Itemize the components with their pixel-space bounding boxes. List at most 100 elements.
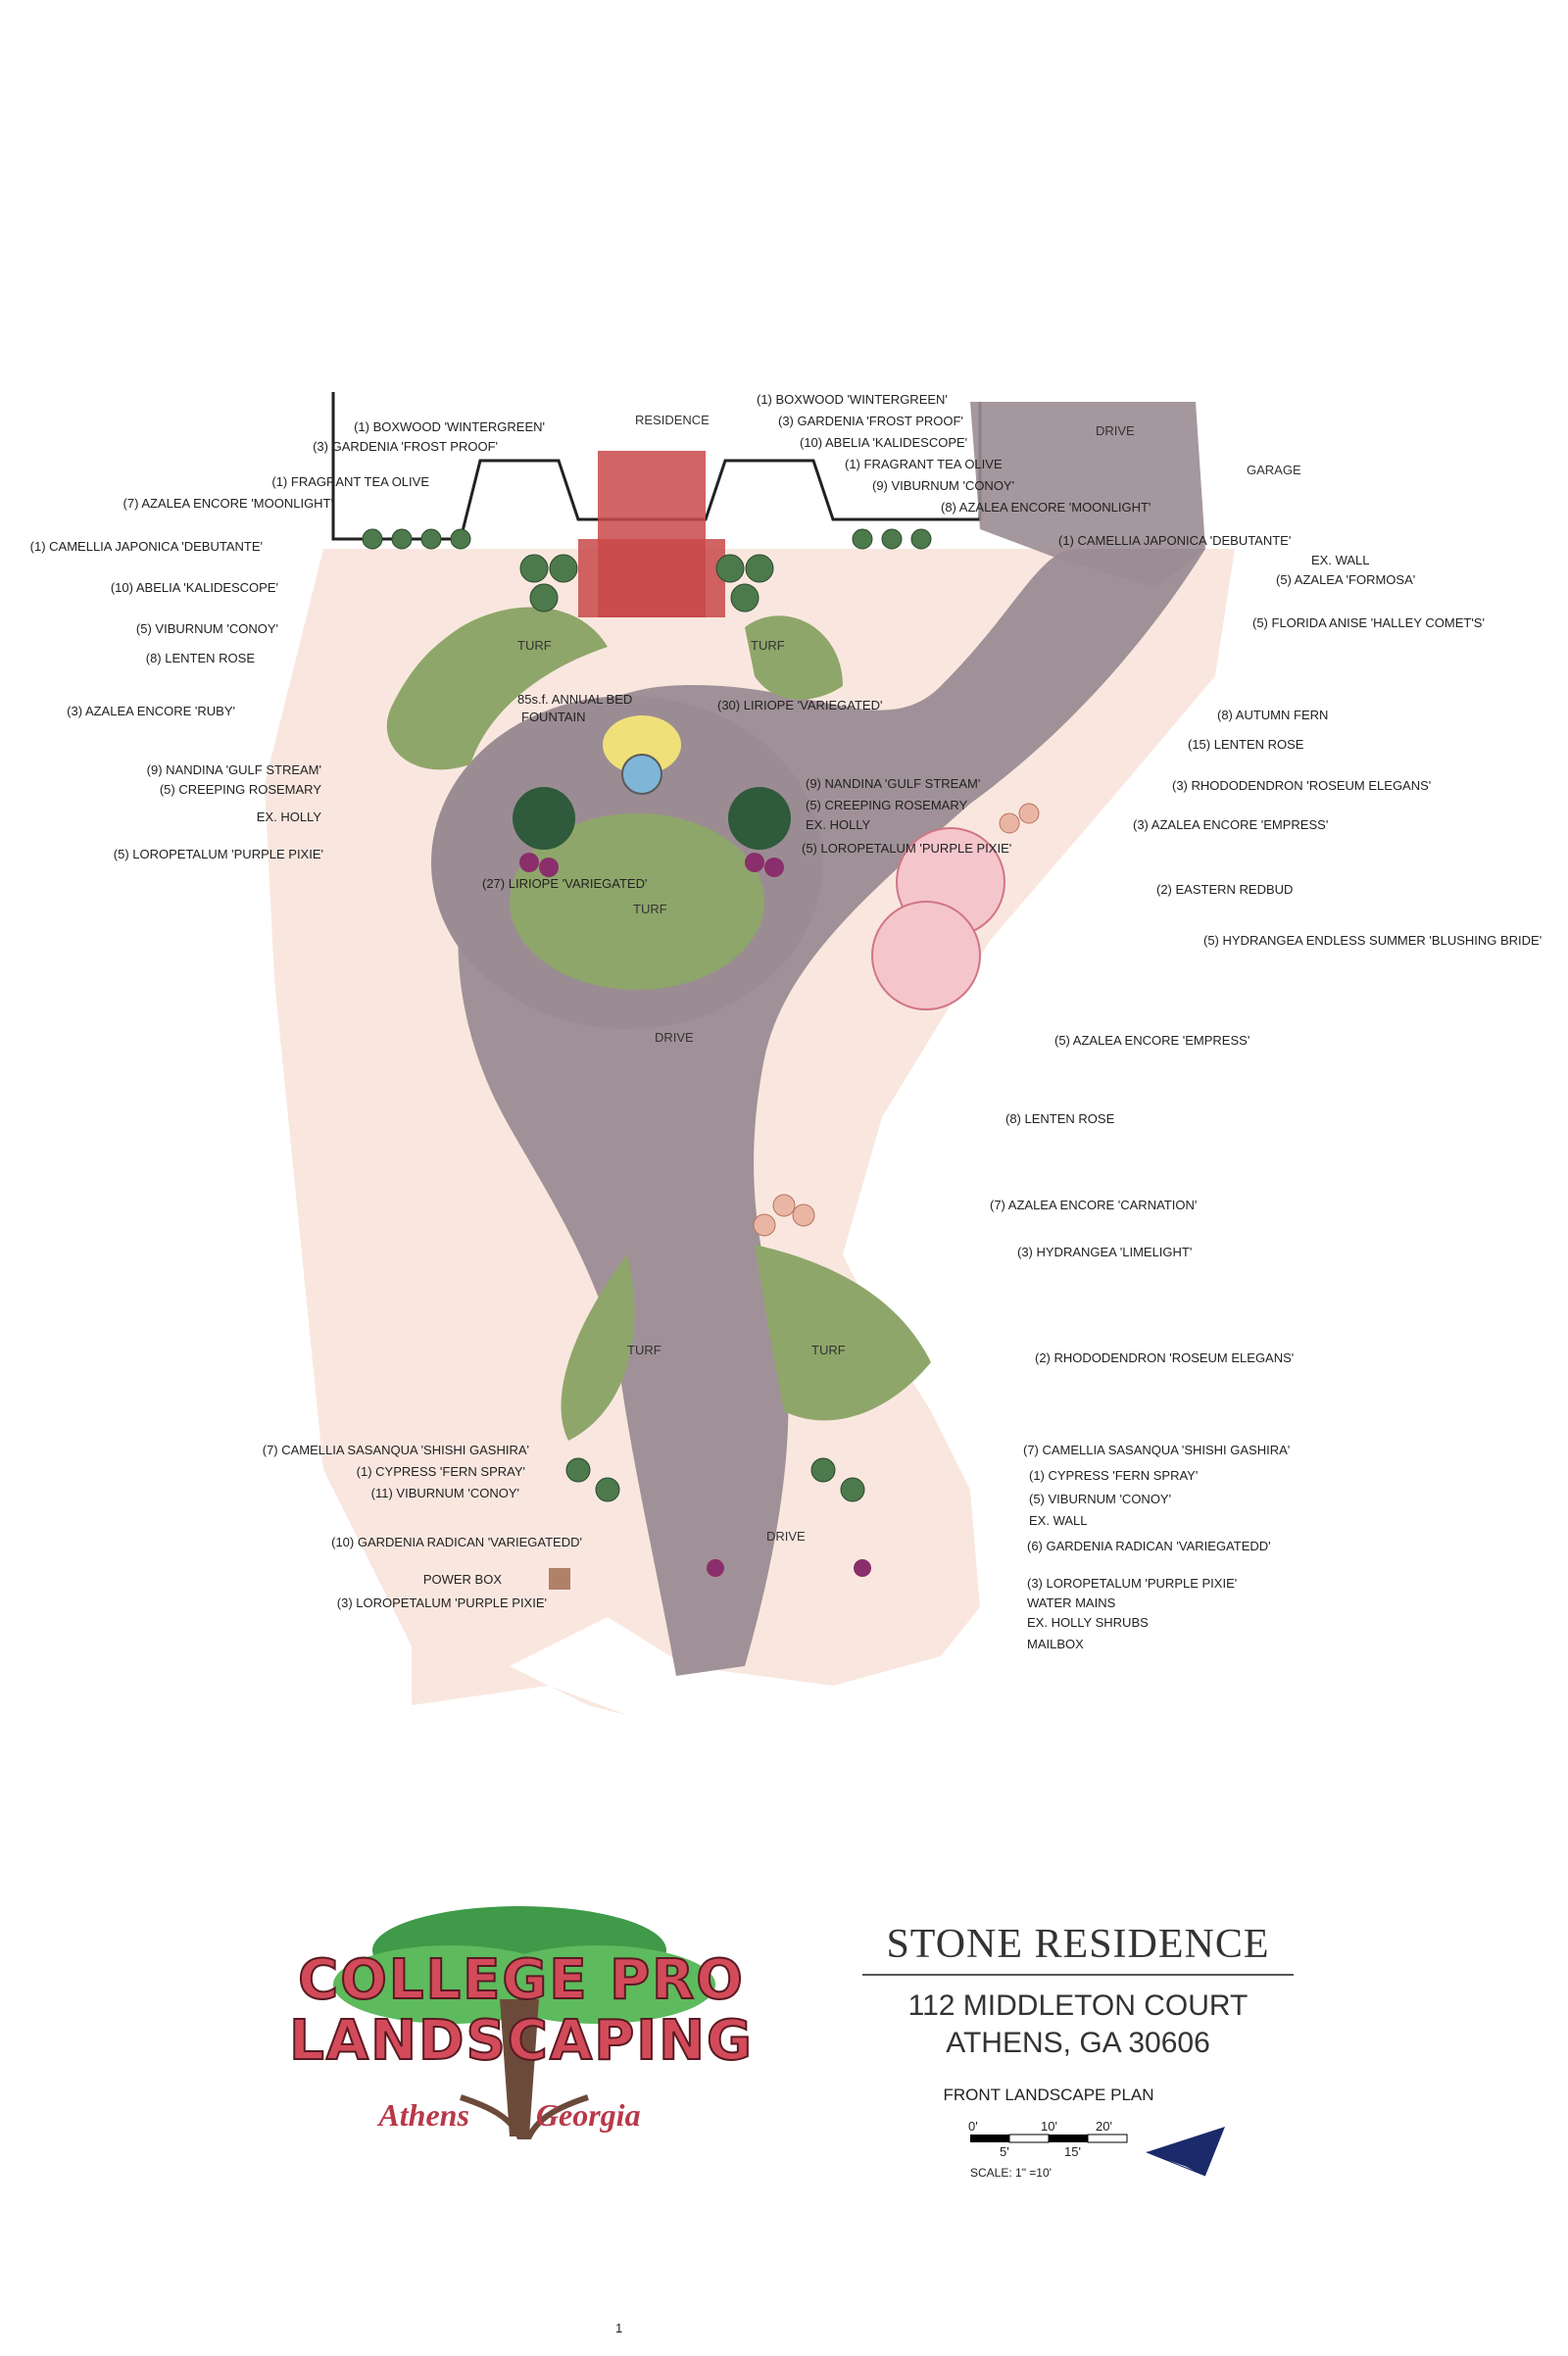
label-gardenia-radican-left: (10) GARDENIA RADICAN 'VARIEGATEDD' bbox=[331, 1535, 582, 1549]
label-florida-anise: (5) FLORIDA ANISE 'HALLEY COMET'S' bbox=[1252, 615, 1485, 630]
project-title: STONE RESIDENCE bbox=[862, 1921, 1294, 1976]
oak-tree-logo-icon bbox=[333, 1906, 715, 2139]
label-power-box: POWER BOX bbox=[423, 1572, 503, 1587]
project-address-line1: 112 MIDDLETON COURT bbox=[907, 1989, 1249, 2022]
scale-bar: 0' 10' 20' 5' 15' bbox=[968, 2119, 1128, 2159]
label-tea-olive-left: (1) FRAGRANT TEA OLIVE bbox=[271, 474, 429, 489]
label-liriope-30: (30) LIRIOPE 'VARIEGATED' bbox=[717, 698, 882, 712]
area-drive-mid: DRIVE bbox=[655, 1030, 694, 1045]
label-camellia-sasanqua-right: (7) CAMELLIA SASANQUA 'SHISHI GASHIRA' bbox=[1023, 1443, 1290, 1457]
area-drive-top: DRIVE bbox=[1096, 423, 1135, 438]
label-fountain: FOUNTAIN bbox=[521, 710, 585, 724]
label-cypress-right: (1) CYPRESS 'FERN SPRAY' bbox=[1029, 1468, 1198, 1483]
label-boxwood-left: (1) BOXWOOD 'WINTERGREEN' bbox=[354, 419, 545, 434]
label-rhododendron-3: (3) RHODODENDRON 'ROSEUM ELEGANS' bbox=[1172, 778, 1431, 793]
label-viburnum-top: (9) VIBURNUM 'CONOY' bbox=[872, 478, 1014, 493]
turf-sw bbox=[561, 1254, 635, 1441]
label-ex-wall-top: EX. WALL bbox=[1311, 553, 1369, 567]
label-cypress-left: (1) CYPRESS 'FERN SPRAY' bbox=[357, 1464, 525, 1479]
label-rosemary-left: (5) CREEPING ROSEMARY bbox=[160, 782, 322, 797]
label-loropetalum-bottom-left: (3) LOROPETALUM 'PURPLE PIXIE' bbox=[337, 1595, 547, 1610]
page-number: 1 bbox=[615, 2321, 622, 2335]
label-autumn-fern: (8) AUTUMN FERN bbox=[1217, 708, 1328, 722]
label-azalea-carnation: (7) AZALEA ENCORE 'CARNATION' bbox=[990, 1198, 1197, 1212]
turf-se bbox=[755, 1245, 931, 1421]
fountain bbox=[621, 754, 662, 795]
label-loropetalum-bottom-right: (3) LOROPETALUM 'PURPLE PIXIE' bbox=[1027, 1576, 1237, 1591]
annual-bed bbox=[603, 715, 681, 774]
label-camellia-sasanqua-left: (7) CAMELLIA SASANQUA 'SHISHI GASHIRA' bbox=[263, 1443, 529, 1457]
logo-line-landscaping: LANDSCAPING bbox=[288, 2008, 754, 2074]
label-water-mains: WATER MAINS bbox=[1027, 1595, 1116, 1610]
redbud-2 bbox=[871, 901, 981, 1010]
shrub-groups bbox=[362, 528, 932, 1502]
label-lenten-rose-left: (8) LENTEN ROSE bbox=[146, 651, 256, 665]
holly-right bbox=[728, 787, 791, 850]
label-gardenia-top: (3) GARDENIA 'FROST PROOF' bbox=[778, 414, 963, 428]
label-boxwood-top: (1) BOXWOOD 'WINTERGREEN' bbox=[757, 392, 948, 407]
label-azalea-formosa: (5) AZALEA 'FORMOSA' bbox=[1276, 572, 1415, 587]
label-azalea-ruby-left: (3) AZALEA ENCORE 'RUBY' bbox=[67, 704, 235, 718]
label-viburnum-left: (5) VIBURNUM 'CONOY' bbox=[136, 621, 278, 636]
label-camellia-left: (1) CAMELLIA JAPONICA 'DEBUTANTE' bbox=[30, 539, 263, 554]
scale-tick-10: 10' bbox=[1041, 2119, 1057, 2134]
area-turf-sw: TURF bbox=[627, 1343, 662, 1357]
plan-name: FRONT LANDSCAPE PLAN bbox=[943, 2086, 1154, 2104]
label-azalea-empress-3: (3) AZALEA ENCORE 'EMPRESS' bbox=[1133, 817, 1328, 832]
label-tea-olive-top: (1) FRAGRANT TEA OLIVE bbox=[845, 457, 1003, 471]
power-box-symbol bbox=[549, 1568, 570, 1590]
loropetalum-groups bbox=[519, 853, 871, 1577]
label-gardenia-left: (3) GARDENIA 'FROST PROOF' bbox=[313, 439, 498, 454]
label-eastern-redbud: (2) EASTERN REDBUD bbox=[1156, 882, 1293, 897]
label-nandina-center: (9) NANDINA 'GULF STREAM' bbox=[806, 776, 980, 791]
label-viburnum-bottom-left: (11) VIBURNUM 'CONOY' bbox=[371, 1486, 519, 1500]
area-turf-ne: TURF bbox=[751, 638, 785, 653]
area-turf-nw: TURF bbox=[517, 638, 552, 653]
label-azalea-empress-5: (5) AZALEA ENCORE 'EMPRESS' bbox=[1054, 1033, 1250, 1048]
label-viburnum-bottom-right: (5) VIBURNUM 'CONOY' bbox=[1029, 1492, 1171, 1506]
label-liriope-27: (27) LIRIOPE 'VARIEGATED' bbox=[482, 876, 647, 891]
scale-tick-0: 0' bbox=[968, 2119, 978, 2134]
label-ex-wall-bottom: EX. WALL bbox=[1029, 1513, 1087, 1528]
project-address-line2: ATHENS, GA 30606 bbox=[946, 2027, 1210, 2059]
label-annual-bed: 85s.f. ANNUAL BED bbox=[517, 692, 632, 707]
logo-line-college-pro: COLLEGE PRO bbox=[297, 1947, 745, 2013]
label-holly-left: EX. HOLLY bbox=[257, 810, 322, 824]
label-lenten-rose-15: (15) LENTEN ROSE bbox=[1188, 737, 1304, 752]
scale-tick-20: 20' bbox=[1096, 2119, 1112, 2134]
label-abelia-top: (10) ABELIA 'KALIDESCOPE' bbox=[800, 435, 967, 450]
scale-tick-15: 15' bbox=[1064, 2144, 1081, 2159]
brick-entry bbox=[578, 539, 725, 617]
label-lenten-rose-8: (8) LENTEN ROSE bbox=[1005, 1111, 1115, 1126]
area-garage: GARAGE bbox=[1247, 463, 1301, 477]
label-camellia-top: (1) CAMELLIA JAPONICA 'DEBUTANTE' bbox=[1058, 533, 1291, 548]
label-azalea-moonlight-top: (8) AZALEA ENCORE 'MOONLIGHT' bbox=[941, 500, 1151, 515]
garage-slab bbox=[970, 402, 1205, 588]
label-azalea-moonlight-left: (7) AZALEA ENCORE 'MOONLIGHT' bbox=[123, 496, 333, 511]
area-residence: RESIDENCE bbox=[635, 413, 710, 427]
scale-tick-5: 5' bbox=[1000, 2144, 1009, 2159]
label-rhododendron-2: (2) RHODODENDRON 'ROSEUM ELEGANS' bbox=[1035, 1350, 1294, 1365]
north-arrow-icon bbox=[1146, 2127, 1225, 2177]
label-loropetalum-left: (5) LOROPETALUM 'PURPLE PIXIE' bbox=[114, 847, 323, 861]
area-turf-center: TURF bbox=[633, 902, 667, 916]
azalea-groups bbox=[753, 803, 1040, 1237]
label-nandina-left: (9) NANDINA 'GULF STREAM' bbox=[147, 762, 321, 777]
holly-left bbox=[513, 787, 575, 850]
area-turf-se: TURF bbox=[811, 1343, 846, 1357]
label-rosemary-center: (5) CREEPING ROSEMARY bbox=[806, 798, 968, 812]
label-holly-center: EX. HOLLY bbox=[806, 817, 871, 832]
logo-city: Athens Georgia bbox=[378, 2097, 641, 2133]
label-hydrangea-limelight: (3) HYDRANGEA 'LIMELIGHT' bbox=[1017, 1245, 1192, 1259]
label-holly-shrubs: EX. HOLLY SHRUBS bbox=[1027, 1615, 1149, 1630]
label-loropetalum-center: (5) LOROPETALUM 'PURPLE PIXIE' bbox=[802, 841, 1011, 856]
turf-ne bbox=[745, 615, 843, 700]
scale-note: SCALE: 1" =10' bbox=[970, 2166, 1052, 2180]
turf-nw bbox=[386, 607, 608, 770]
turf-center bbox=[510, 813, 764, 990]
label-abelia-left: (10) ABELIA 'KALIDESCOPE' bbox=[111, 580, 278, 595]
label-hydrangea-blushing: (5) HYDRANGEA ENDLESS SUMMER 'BLUSHING B… bbox=[1203, 933, 1542, 948]
label-mailbox: MAILBOX bbox=[1027, 1637, 1084, 1651]
